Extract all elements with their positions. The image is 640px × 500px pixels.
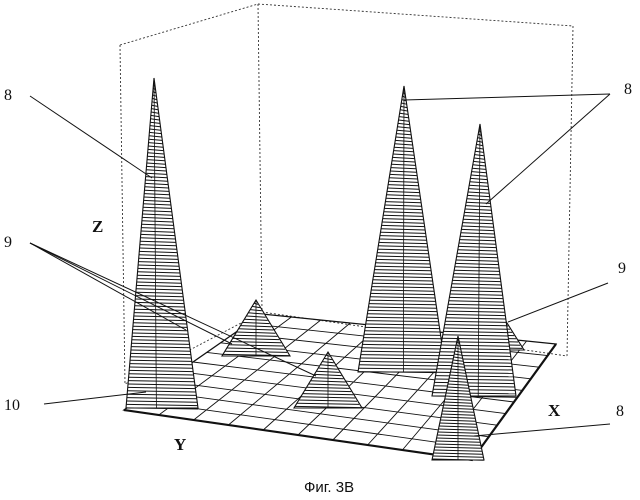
leader-8-right-b (486, 94, 610, 204)
label-8-right: 8 (624, 81, 632, 98)
axis-label-z: Z (92, 217, 103, 236)
leader-9-left-a (30, 243, 232, 344)
leader-8-left (30, 96, 152, 178)
leader-9-right (508, 283, 608, 322)
tall-peak-right (432, 124, 516, 397)
tall-peak-center (358, 86, 446, 373)
axis-label-y: Y (174, 435, 186, 454)
small-peak-center (294, 352, 362, 408)
label-8-bottom: 8 (616, 403, 624, 420)
peaks-group (126, 78, 524, 460)
label-9-right: 9 (618, 260, 626, 277)
tall-peak-left-outline (126, 78, 198, 408)
label-10: 10 (4, 397, 20, 414)
label-8-left: 8 (4, 87, 12, 104)
label-9-left: 9 (4, 234, 12, 251)
tall-peak-left (126, 78, 198, 409)
figure-caption: Фиг. 3В (304, 479, 354, 496)
axis-label-x: X (548, 401, 561, 420)
leader-8-right-a (404, 94, 610, 100)
